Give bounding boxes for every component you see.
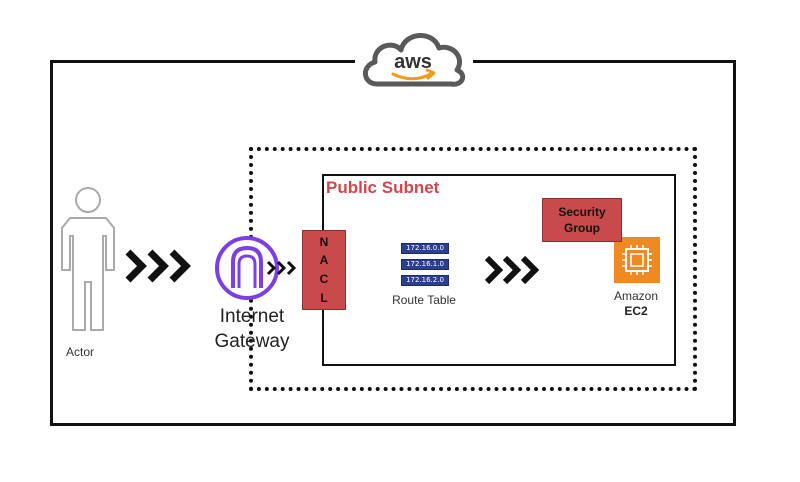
route-table-row: 172.16.2.0	[401, 275, 449, 286]
route-table-row: 172.16.0.0	[401, 243, 449, 254]
aws-cloud-icon: aws	[363, 33, 466, 87]
internet-gateway-label: Internet Gateway	[214, 306, 290, 352]
security-group-label: Security Group	[558, 205, 606, 235]
nacl-letter: A	[319, 253, 329, 267]
ec2-label-line2: EC2	[624, 304, 648, 318]
actor-icon	[61, 187, 115, 331]
nacl-letter: L	[320, 291, 328, 305]
aws-logo: aws	[355, 18, 473, 104]
flow-arrows-route-to-ec2	[484, 255, 540, 285]
actor-label: Actor	[66, 345, 95, 359]
nacl-letter: N	[319, 235, 329, 249]
aws-logo-text: aws	[394, 51, 432, 73]
amazon-ec2-icon	[614, 237, 660, 283]
security-group-box: Security Group	[542, 198, 622, 242]
flow-arrows-actor-to-gateway	[125, 249, 191, 283]
route-table-label: Route Table	[392, 293, 456, 307]
nacl-box: N A C L	[302, 230, 346, 310]
ec2-label-line1: Amazon	[613, 289, 659, 303]
internet-gateway-icon	[215, 236, 279, 300]
route-table-row: 172.16.1.0	[401, 259, 449, 270]
subnet-title: Public Subnet	[326, 178, 440, 197]
nacl-letter: C	[319, 272, 329, 286]
flow-arrows-gateway-to-nacl	[266, 260, 297, 276]
